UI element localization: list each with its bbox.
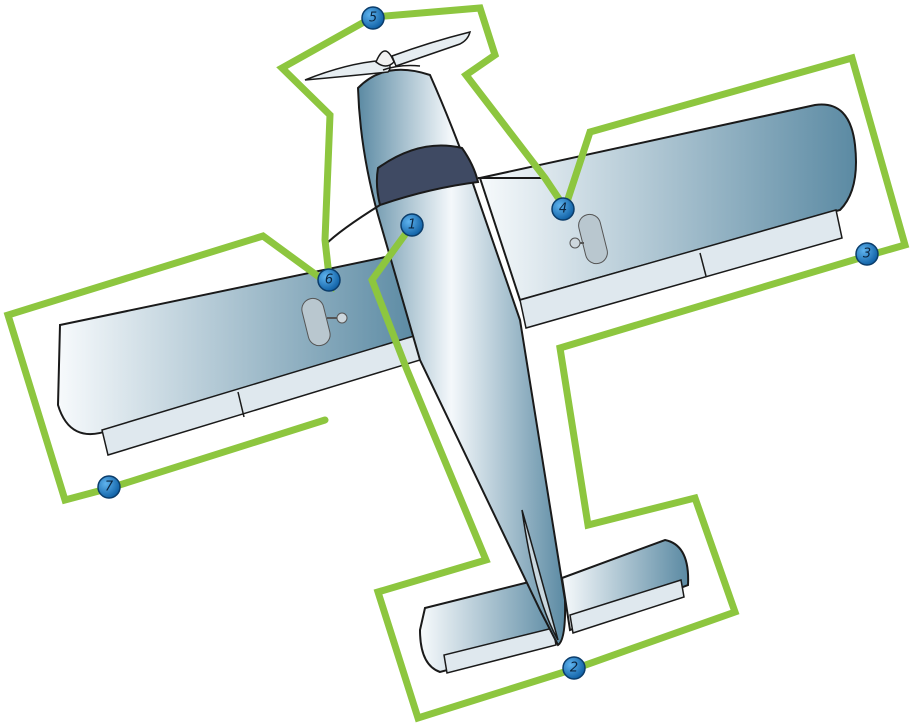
marker-5-propeller: 5 [362, 7, 384, 29]
marker-label: 4 [559, 202, 567, 217]
airplane [58, 32, 856, 673]
marker-label: 1 [408, 218, 416, 233]
marker-label: 3 [863, 247, 871, 262]
marker-3-right-wing: 3 [856, 243, 878, 265]
marker-1-nose: 1 [401, 214, 423, 236]
right-wing [480, 105, 856, 329]
marker-label: 6 [325, 273, 333, 288]
marker-label: 2 [570, 661, 578, 676]
marker-7-left-wing: 7 [98, 476, 120, 498]
marker-2-tail: 2 [563, 657, 585, 679]
marker-4-right-wing-root: 4 [552, 198, 574, 220]
marker-label: 7 [105, 480, 114, 495]
spinner [376, 51, 394, 66]
marker-6-left-wing-root: 6 [318, 269, 340, 291]
marker-label: 5 [369, 11, 377, 26]
